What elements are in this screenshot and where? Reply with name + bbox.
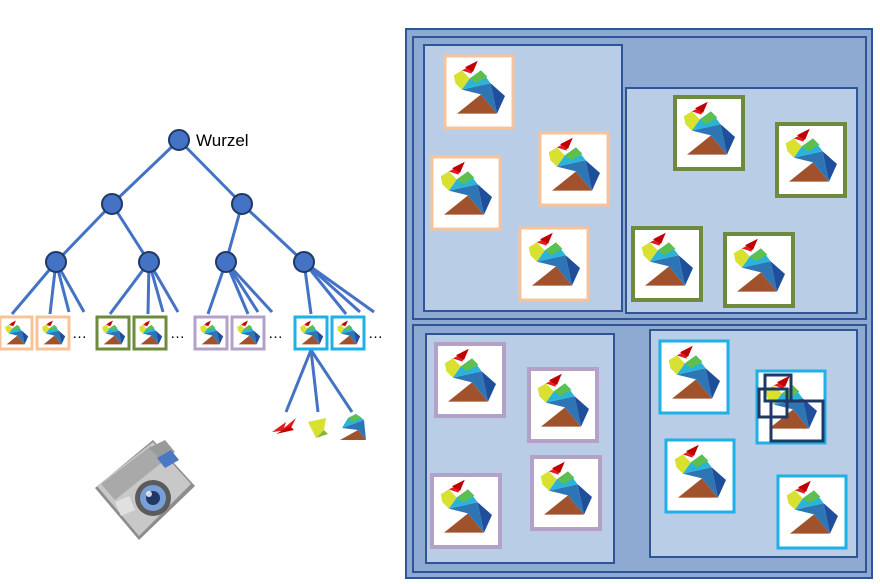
detected-part-box	[757, 387, 789, 419]
region-thumbnail	[755, 369, 827, 445]
region-thumbnail	[530, 455, 602, 531]
leaf-thumbnail	[95, 315, 131, 351]
tree-node	[293, 251, 315, 273]
tree-node	[231, 193, 253, 215]
root-label: Wurzel	[196, 131, 249, 150]
region-panel	[405, 28, 873, 579]
leaf-thumbnail	[35, 315, 71, 351]
region-thumbnail	[430, 155, 502, 231]
region-thumbnail	[443, 54, 515, 130]
tree: Wurzel … …	[0, 129, 383, 540]
leaf-thumbnail	[330, 315, 366, 351]
region-thumbnail	[723, 232, 795, 308]
region-thumbnail	[664, 438, 736, 514]
region-thumbnail	[538, 131, 610, 207]
region-thumbnail	[631, 226, 703, 302]
ellipsis: …	[170, 325, 185, 342]
part-beak-icon	[272, 418, 296, 434]
leaf-thumbnail	[193, 315, 229, 351]
region-thumbnail	[518, 226, 590, 302]
ellipsis: …	[72, 325, 87, 342]
region-thumbnail	[527, 367, 599, 443]
region-thumbnail	[776, 474, 848, 550]
ellipsis: …	[368, 325, 383, 342]
ellipsis: …	[268, 325, 283, 342]
tree-nodes	[45, 129, 315, 273]
image-parts	[272, 414, 366, 440]
camera-icon	[95, 440, 195, 540]
tree-edges	[10, 138, 375, 413]
region-thumbnail	[434, 342, 506, 418]
leaf-thumbnail	[230, 315, 266, 351]
region-thumbnail	[673, 95, 745, 171]
detected-part-box	[769, 399, 825, 443]
region-thumbnail	[658, 339, 730, 415]
leaf-thumbnail	[0, 315, 34, 351]
part-body-icon	[340, 414, 366, 440]
tree-node	[101, 193, 123, 215]
region-thumbnail	[775, 122, 847, 198]
root-node	[168, 129, 190, 151]
tree-node	[138, 251, 160, 273]
leaf-thumbnail	[293, 315, 329, 351]
tree-node	[45, 251, 67, 273]
part-head-icon	[308, 418, 328, 438]
leaf-thumbnail	[132, 315, 168, 351]
leaf-row: … … …	[0, 315, 383, 351]
region-thumbnail	[430, 473, 502, 549]
tree-node	[215, 251, 237, 273]
